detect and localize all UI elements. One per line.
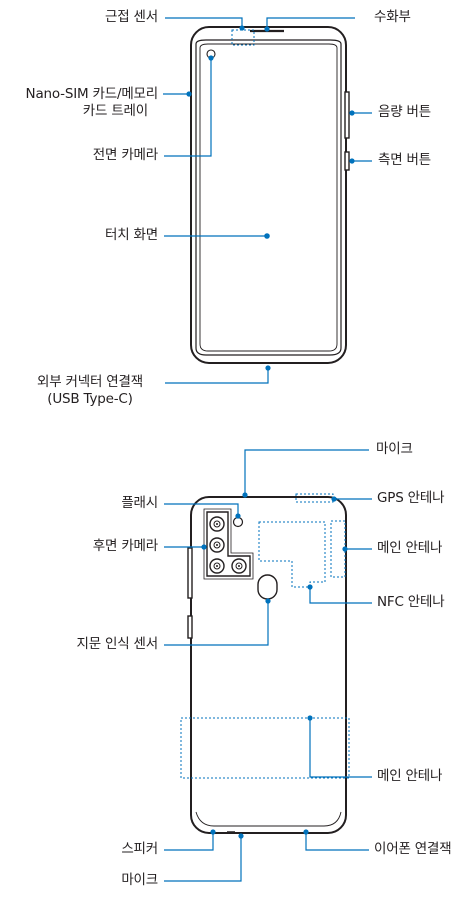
front-phone-body: [190, 26, 347, 364]
back-phone-body: [190, 496, 347, 834]
label-nfc-antenna: NFC 안테나: [377, 594, 445, 610]
proximity-sensor-area: [231, 29, 255, 46]
front-camera-callout: [164, 58, 212, 157]
front-view: [163, 17, 372, 384]
label-volume-key: 음량 버튼: [378, 104, 431, 120]
mic-top-callout: [244, 449, 369, 495]
label-touch-screen: 터치 화면: [105, 227, 158, 243]
camera-module-inner: [203, 508, 254, 580]
side-key-shape: [344, 151, 350, 171]
nfc-antenna-callout: [309, 587, 372, 604]
label-earphone-jack: 이어폰 연결잭: [374, 841, 452, 857]
label-connector-line2: (USB Type-C): [47, 391, 133, 407]
label-sim-tray: Nano-SIM 카드/메모리 카드 트레이: [25, 86, 159, 120]
flash-shape: [232, 516, 244, 528]
back-volume-key-shape: [187, 547, 193, 599]
earpiece-callout: [266, 17, 355, 29]
label-mic-bottom: 마이크: [121, 872, 158, 888]
fingerprint-sensor-shape: [257, 574, 278, 600]
label-earpiece: 수화부: [374, 9, 411, 25]
volume-key-shape: [344, 91, 350, 139]
label-flash: 플래시: [121, 495, 158, 511]
proximity-sensor-callout: [165, 17, 243, 28]
speaker-callout: [164, 832, 214, 851]
main-antenna-bottom-area: [180, 717, 350, 779]
label-speaker: 스피커: [121, 841, 158, 857]
back-side-key-shape: [187, 615, 193, 639]
label-sim-tray-line1: Nano-SIM 카드/메모리: [25, 86, 159, 102]
label-gps-antenna: GPS 안테나: [377, 490, 445, 506]
label-front-camera: 전면 카메라: [92, 147, 158, 163]
label-mic-top: 마이크: [376, 441, 413, 457]
back-bottom-curve: [195, 811, 342, 827]
label-proximity-sensor: 근접 센서: [105, 9, 158, 25]
back-view: [164, 449, 372, 882]
label-main-antenna-bottom: 메인 안테나: [377, 768, 443, 784]
label-main-antenna-top: 메인 안테나: [377, 540, 443, 556]
label-rear-camera: 후면 카메라: [92, 538, 158, 554]
front-screen: [199, 43, 338, 352]
front-screen-edge: [195, 39, 342, 356]
label-side-key: 측면 버튼: [378, 152, 431, 168]
label-sim-tray-line2: 카드 트레이: [82, 103, 148, 119]
mic-bottom-callout: [164, 836, 242, 882]
fingerprint-sensor-callout: [164, 601, 269, 646]
label-connector-line1: 외부 커넥터 연결잭: [37, 374, 143, 390]
rear-camera-lenses: [209, 516, 247, 574]
label-fingerprint-sensor: 지문 인식 센서: [76, 636, 158, 652]
flash-callout: [164, 503, 239, 516]
main-antenna-bottom-callout: [309, 718, 372, 778]
label-connector: 외부 커넥터 연결잭 (USB Type-C): [20, 374, 160, 408]
earphone-jack-callout: [305, 832, 369, 851]
connector-callout: [165, 368, 269, 384]
